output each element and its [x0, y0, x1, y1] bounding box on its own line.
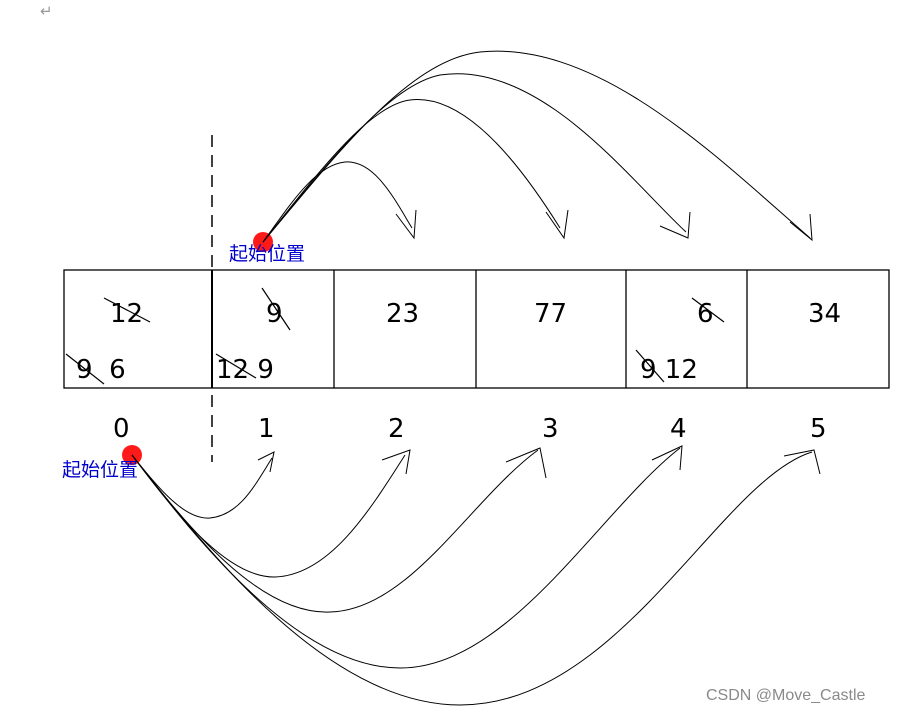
watermark: CSDN @Move_Castle	[706, 687, 866, 704]
cell-0-old-values: 9 6	[76, 355, 126, 385]
bottom-arc-to-2	[131, 454, 406, 578]
top-arc-to-2	[262, 161, 413, 243]
cell-4-value: 6	[697, 299, 714, 329]
cell-4-old-values: 9 12	[640, 355, 698, 385]
top-arcs	[262, 50, 813, 243]
array-box	[63, 269, 890, 389]
cell-2-value: 23	[386, 299, 419, 329]
top-arc-to-5-head	[789, 213, 813, 242]
bottom-arc-to-5	[131, 451, 813, 706]
index-2: 2	[388, 414, 405, 444]
bottom-arc-to-1	[131, 454, 273, 519]
bottom-arc-to-4	[131, 447, 681, 669]
bottom-arc-to-4-head	[651, 445, 683, 471]
top-arc-to-3	[262, 99, 561, 243]
bottom-arc-to-3-head	[505, 447, 547, 479]
top-arc-to-5	[262, 50, 811, 243]
index-5: 5	[810, 414, 827, 444]
top-arc-to-4	[262, 73, 687, 243]
index-4: 4	[670, 414, 687, 444]
start-label-top: 起始位置	[229, 243, 305, 265]
cell-5-value: 34	[808, 299, 841, 329]
top-arc-to-2-head	[395, 209, 417, 240]
cell-1-value: 9	[266, 299, 283, 329]
bottom-arcs	[131, 445, 821, 706]
index-1: 1	[258, 414, 275, 444]
top-arc-to-4-head	[659, 211, 691, 239]
bottom-arc-to-2-head	[381, 449, 411, 475]
index-3: 3	[542, 414, 559, 444]
bottom-arc-to-3	[131, 449, 539, 613]
bottom-arc-to-1-head	[257, 451, 275, 473]
strike-marks	[65, 287, 725, 385]
index-0: 0	[113, 414, 130, 444]
paragraph-mark: ↵	[40, 2, 53, 20]
start-label-bottom: 起始位置	[62, 459, 138, 481]
top-arc-to-3-head	[545, 209, 569, 240]
bottom-arc-to-5-head	[783, 449, 821, 475]
cell-3-value: 77	[534, 299, 567, 329]
